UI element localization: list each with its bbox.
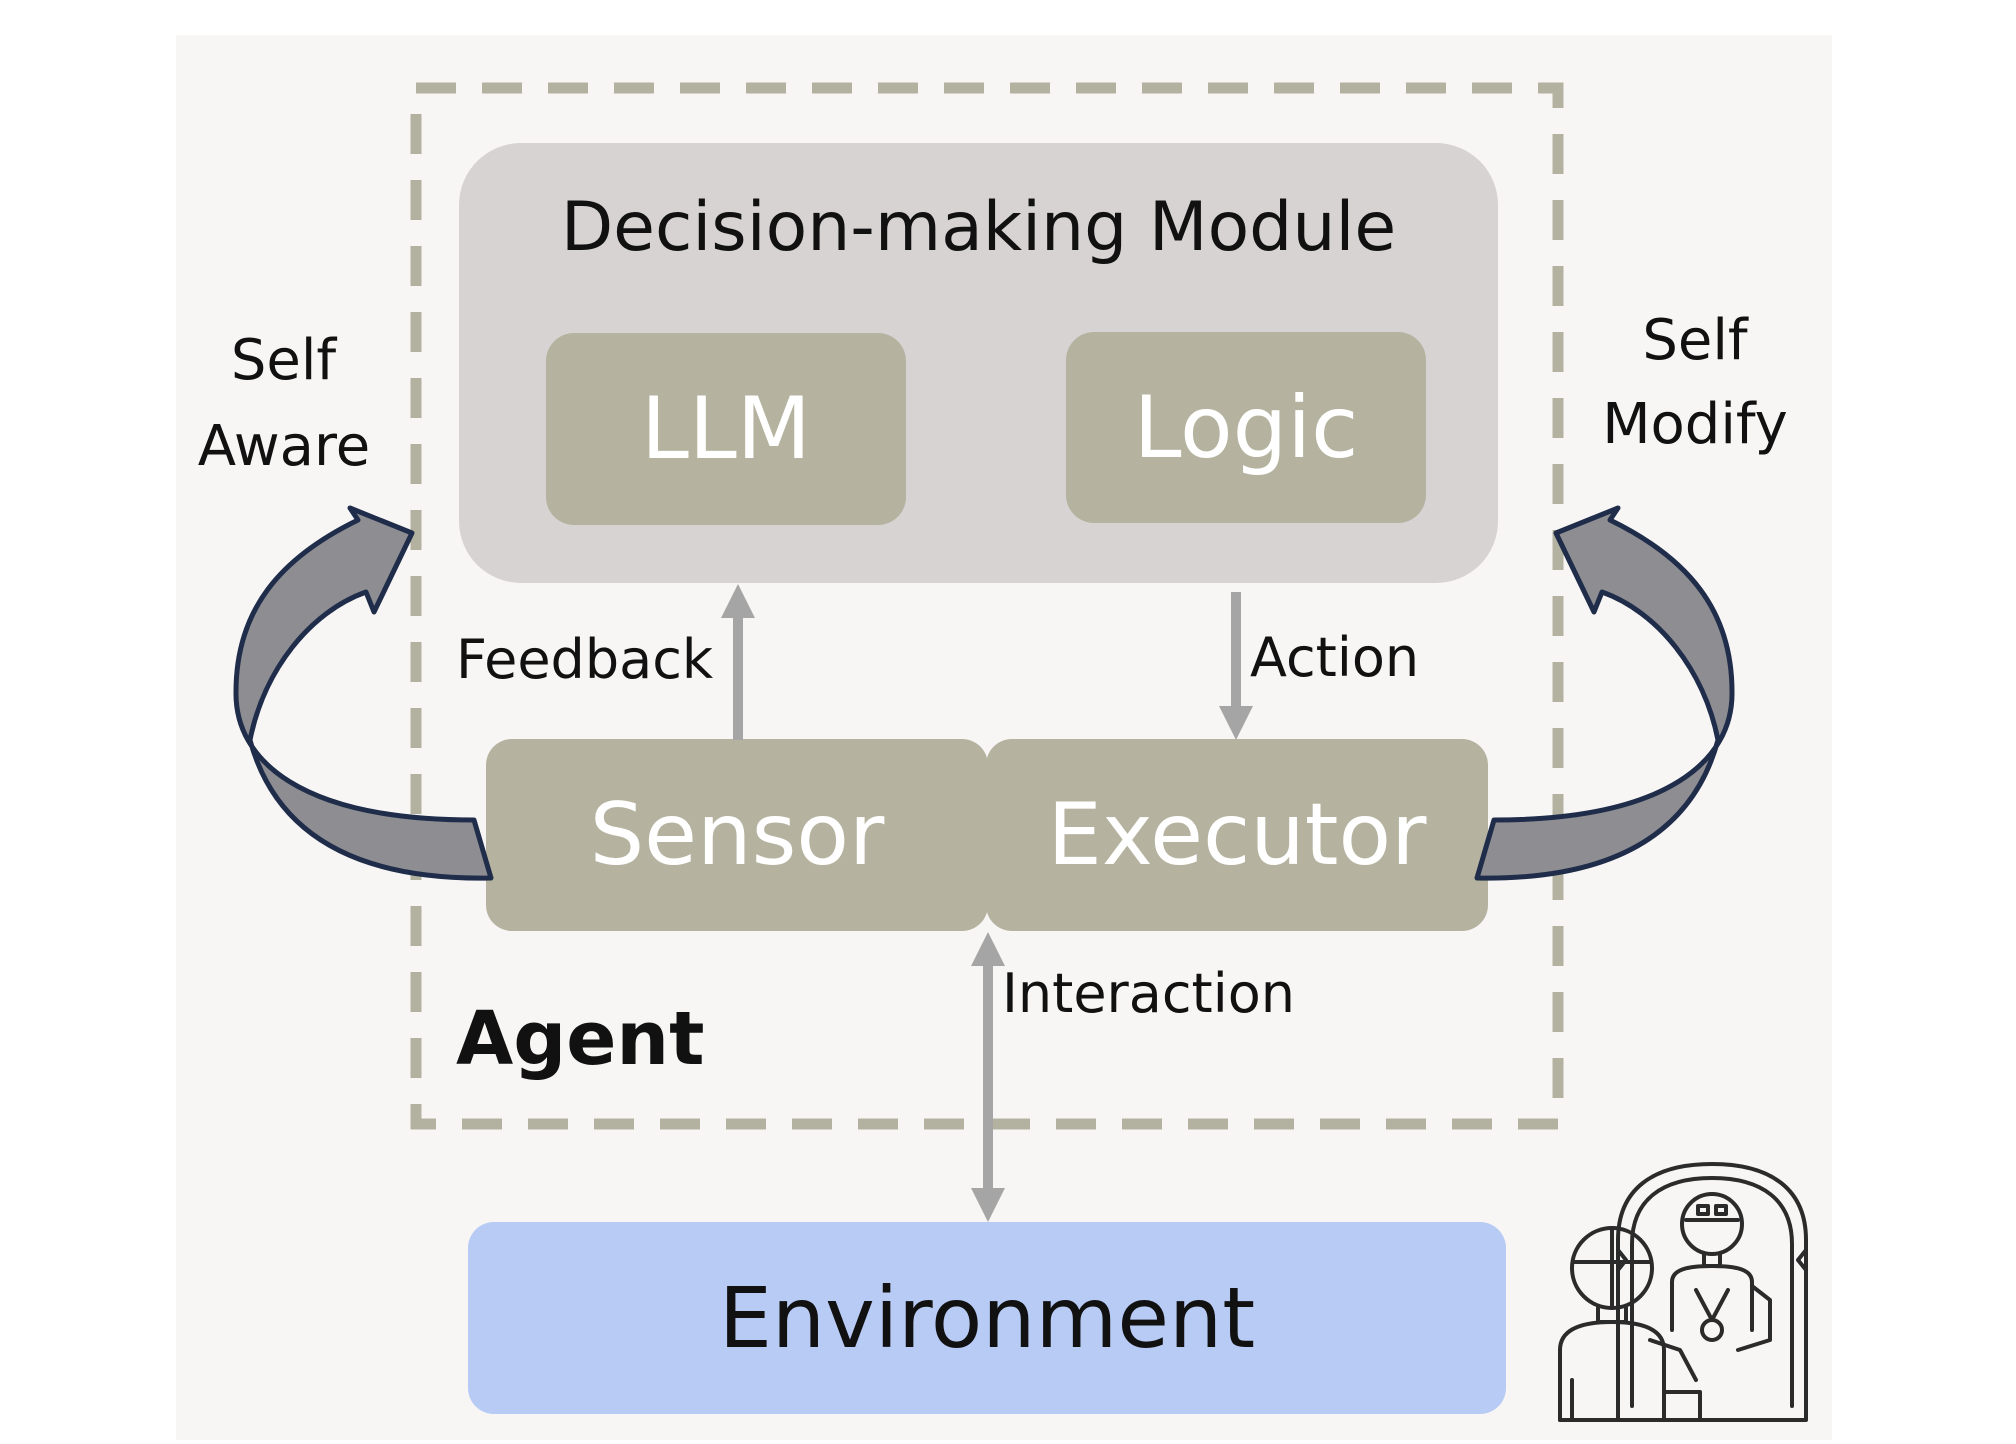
self-modify-loop-arrow — [1474, 505, 1735, 881]
executor-box: Executor — [986, 739, 1488, 931]
logic-label: Logic — [1133, 377, 1359, 478]
decision-module-title: Decision-making Module — [560, 188, 1397, 267]
self-aware-loop-arrow — [233, 505, 494, 881]
self-modify-label-line1: Self — [1642, 308, 1748, 373]
self-aware-label-line2: Aware — [197, 414, 371, 479]
executor-label: Executor — [1047, 785, 1427, 885]
feedback-arrow — [721, 584, 755, 740]
action-label: Action — [1250, 626, 1420, 689]
sensor-box: Sensor — [486, 739, 988, 931]
action-arrow — [1219, 592, 1253, 740]
llm-box: LLM — [546, 333, 906, 525]
self-aware-label-line1: Self — [230, 328, 337, 393]
environment-label: Environment — [718, 1269, 1256, 1367]
self-modify-label-line2: Modify — [1602, 392, 1788, 457]
environment-box: Environment — [468, 1222, 1506, 1414]
logic-box: Logic — [1066, 332, 1426, 523]
interaction-label: Interaction — [1002, 962, 1295, 1025]
sensor-label: Sensor — [589, 785, 885, 885]
agent-label: Agent — [456, 996, 705, 1082]
llm-label: LLM — [640, 379, 812, 479]
feedback-label: Feedback — [456, 628, 714, 691]
interaction-arrow — [971, 932, 1005, 1222]
